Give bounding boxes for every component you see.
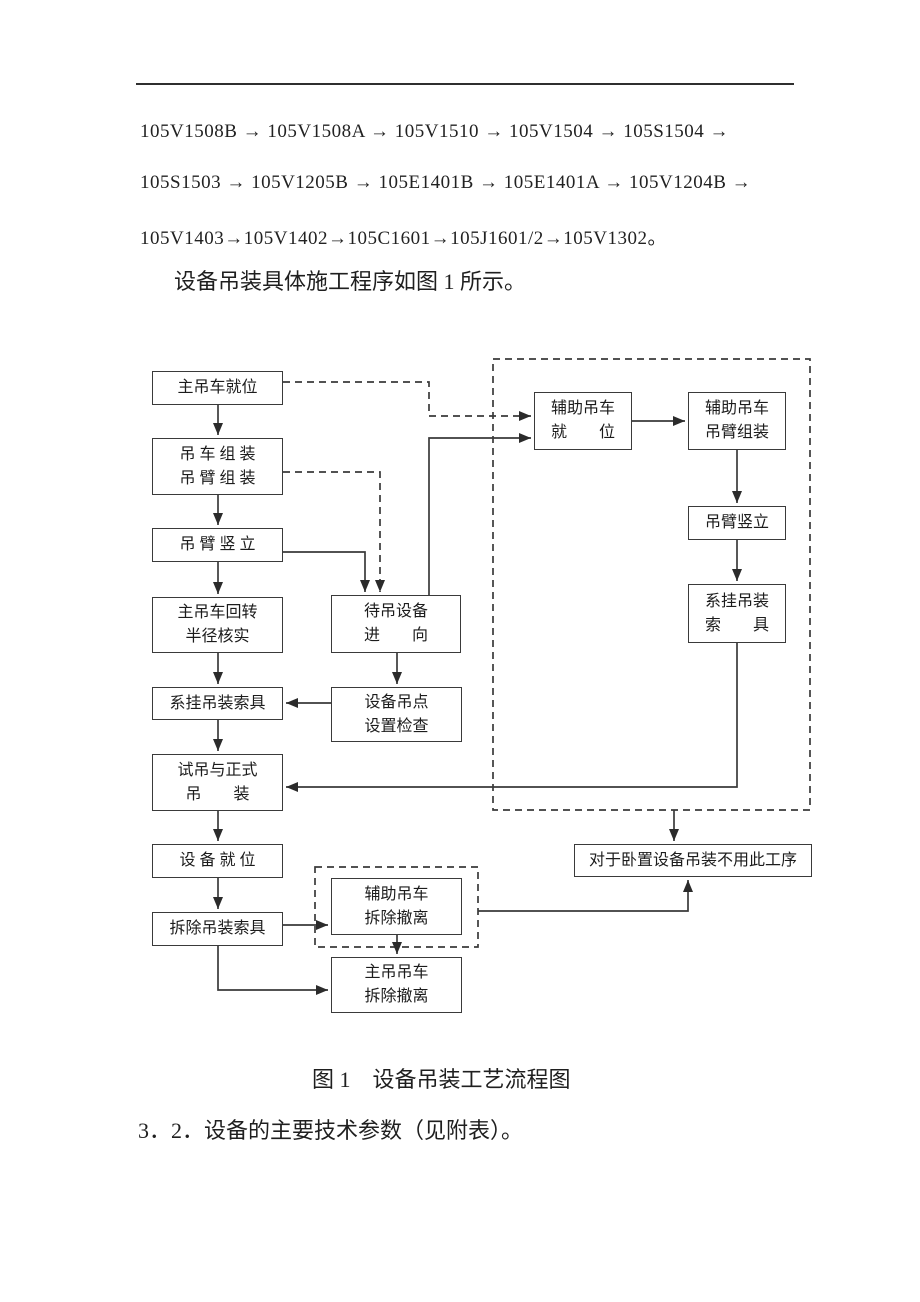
node-aux-boom-erection: 吊臂竖立 <box>688 506 786 540</box>
node-main-crane-radius-check: 主吊车回转 半径核实 <box>152 597 283 653</box>
connector-auxrigging-to-lift <box>286 643 738 792</box>
connector-erection-to-orientation <box>283 551 370 592</box>
node-main-crane-in-place: 主吊车就位 <box>152 371 283 405</box>
node-equipment-in-place: 设 备 就 位 <box>152 844 283 878</box>
node-attach-rigging: 系挂吊装索具 <box>152 687 283 720</box>
node-trial-and-formal-lift: 试吊与正式 吊 装 <box>152 754 283 811</box>
node-lift-point-check: 设备吊点 设置检查 <box>331 687 462 742</box>
connector-orientation-to-auxinplace <box>428 433 531 595</box>
connector-main-to-auxinplace-dashed <box>283 381 531 421</box>
node-horizontal-lift-note: 对于卧置设备吊装不用此工序 <box>574 844 812 877</box>
node-equipment-lift-orientation: 待吊设备 进 向 <box>331 595 461 653</box>
node-aux-crane-removal: 辅助吊车 拆除撤离 <box>331 878 462 935</box>
node-aux-attach-rigging: 系挂吊装 索 具 <box>688 584 786 643</box>
equipment-sequence-line-1: 105V1508B → 105V1508A → 105V1510 → 105V1… <box>140 121 730 142</box>
equipment-sequence-line-2: 105S1503 → 105V1205B → 105E1401B → 105E1… <box>140 172 752 193</box>
node-boom-erection: 吊 臂 竖 立 <box>152 528 283 562</box>
figure-intro-paragraph: 设备吊装具体施工程序如图 1 所示。 <box>174 269 527 294</box>
node-aux-crane-in-place: 辅助吊车 就 位 <box>534 392 632 450</box>
equipment-sequence-line-3: 105V1403→105V1402→105C1601→105J1601/2→10… <box>140 228 668 249</box>
connector-auxremoval-to-note <box>478 880 693 912</box>
node-aux-crane-boom-assembly: 辅助吊车 吊臂组装 <box>688 392 786 450</box>
section-heading: 3．2．设备的主要技术参数（见附表）。 <box>138 1118 524 1143</box>
connector-assembly-to-orientation-dashed <box>283 471 385 592</box>
connector-remove-to-maincrane-removal <box>217 946 328 995</box>
node-main-crane-removal: 主吊吊车 拆除撤离 <box>331 957 462 1013</box>
page-header-rule <box>136 83 794 85</box>
node-crane-boom-assembly: 吊 车 组 装 吊 臂 组 装 <box>152 438 283 495</box>
node-remove-rigging: 拆除吊装索具 <box>152 912 283 946</box>
aux-crane-group-dashed-rect <box>492 358 811 811</box>
figure-caption: 图 1 设备吊装工艺流程图 <box>312 1067 571 1092</box>
